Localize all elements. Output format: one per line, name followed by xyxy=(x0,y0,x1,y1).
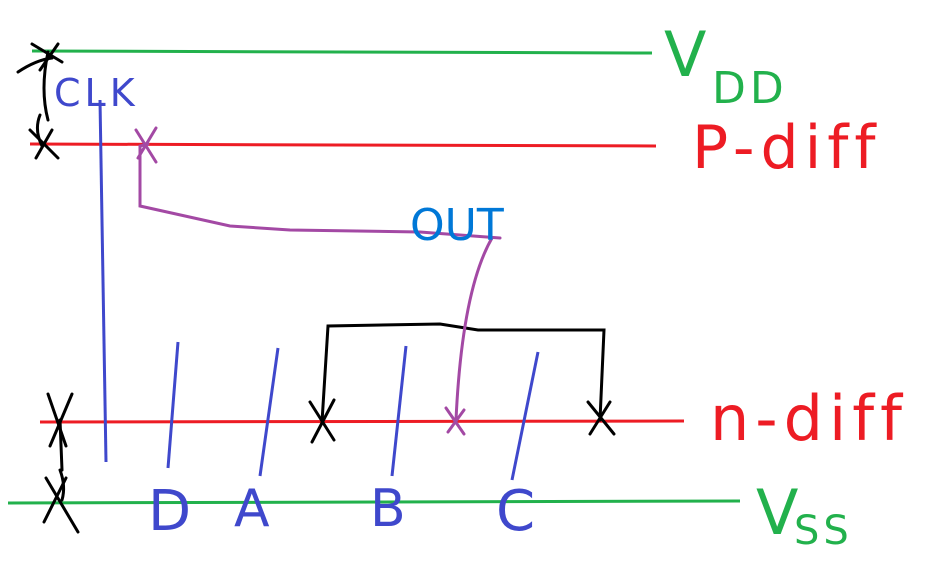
vss-rail xyxy=(7,499,741,505)
poly-c xyxy=(510,351,540,481)
ndiff-label: n-diff xyxy=(710,382,908,455)
ndiff-line xyxy=(39,419,685,424)
gate-d-label: D xyxy=(148,479,191,544)
contact-ndiff-1 xyxy=(308,398,336,444)
poly-b xyxy=(390,345,408,477)
out-label: OUT xyxy=(410,200,504,251)
poly-d xyxy=(166,341,180,469)
pdiff-label: P-diff xyxy=(692,113,882,183)
clk-poly xyxy=(98,99,108,463)
vss-label-main: V xyxy=(756,476,798,549)
gate-a-label: A xyxy=(234,479,270,539)
dimension-marker-top xyxy=(16,42,64,160)
metal-wire xyxy=(320,322,606,424)
clk-label: CLK xyxy=(54,71,139,115)
gate-c-label: C xyxy=(496,479,535,544)
vdd-rail xyxy=(31,49,653,55)
contact-ndiff-2 xyxy=(586,400,616,436)
pdiff-line xyxy=(29,142,657,148)
poly-a xyxy=(258,347,280,477)
vss-label-sub: SS xyxy=(794,508,853,554)
vdd-label-main: V xyxy=(664,18,706,91)
gate-b-label: B xyxy=(370,479,406,539)
dimension-marker-bottom xyxy=(42,392,80,534)
out-wire xyxy=(134,126,502,436)
vdd-label-sub: DD xyxy=(712,63,788,114)
